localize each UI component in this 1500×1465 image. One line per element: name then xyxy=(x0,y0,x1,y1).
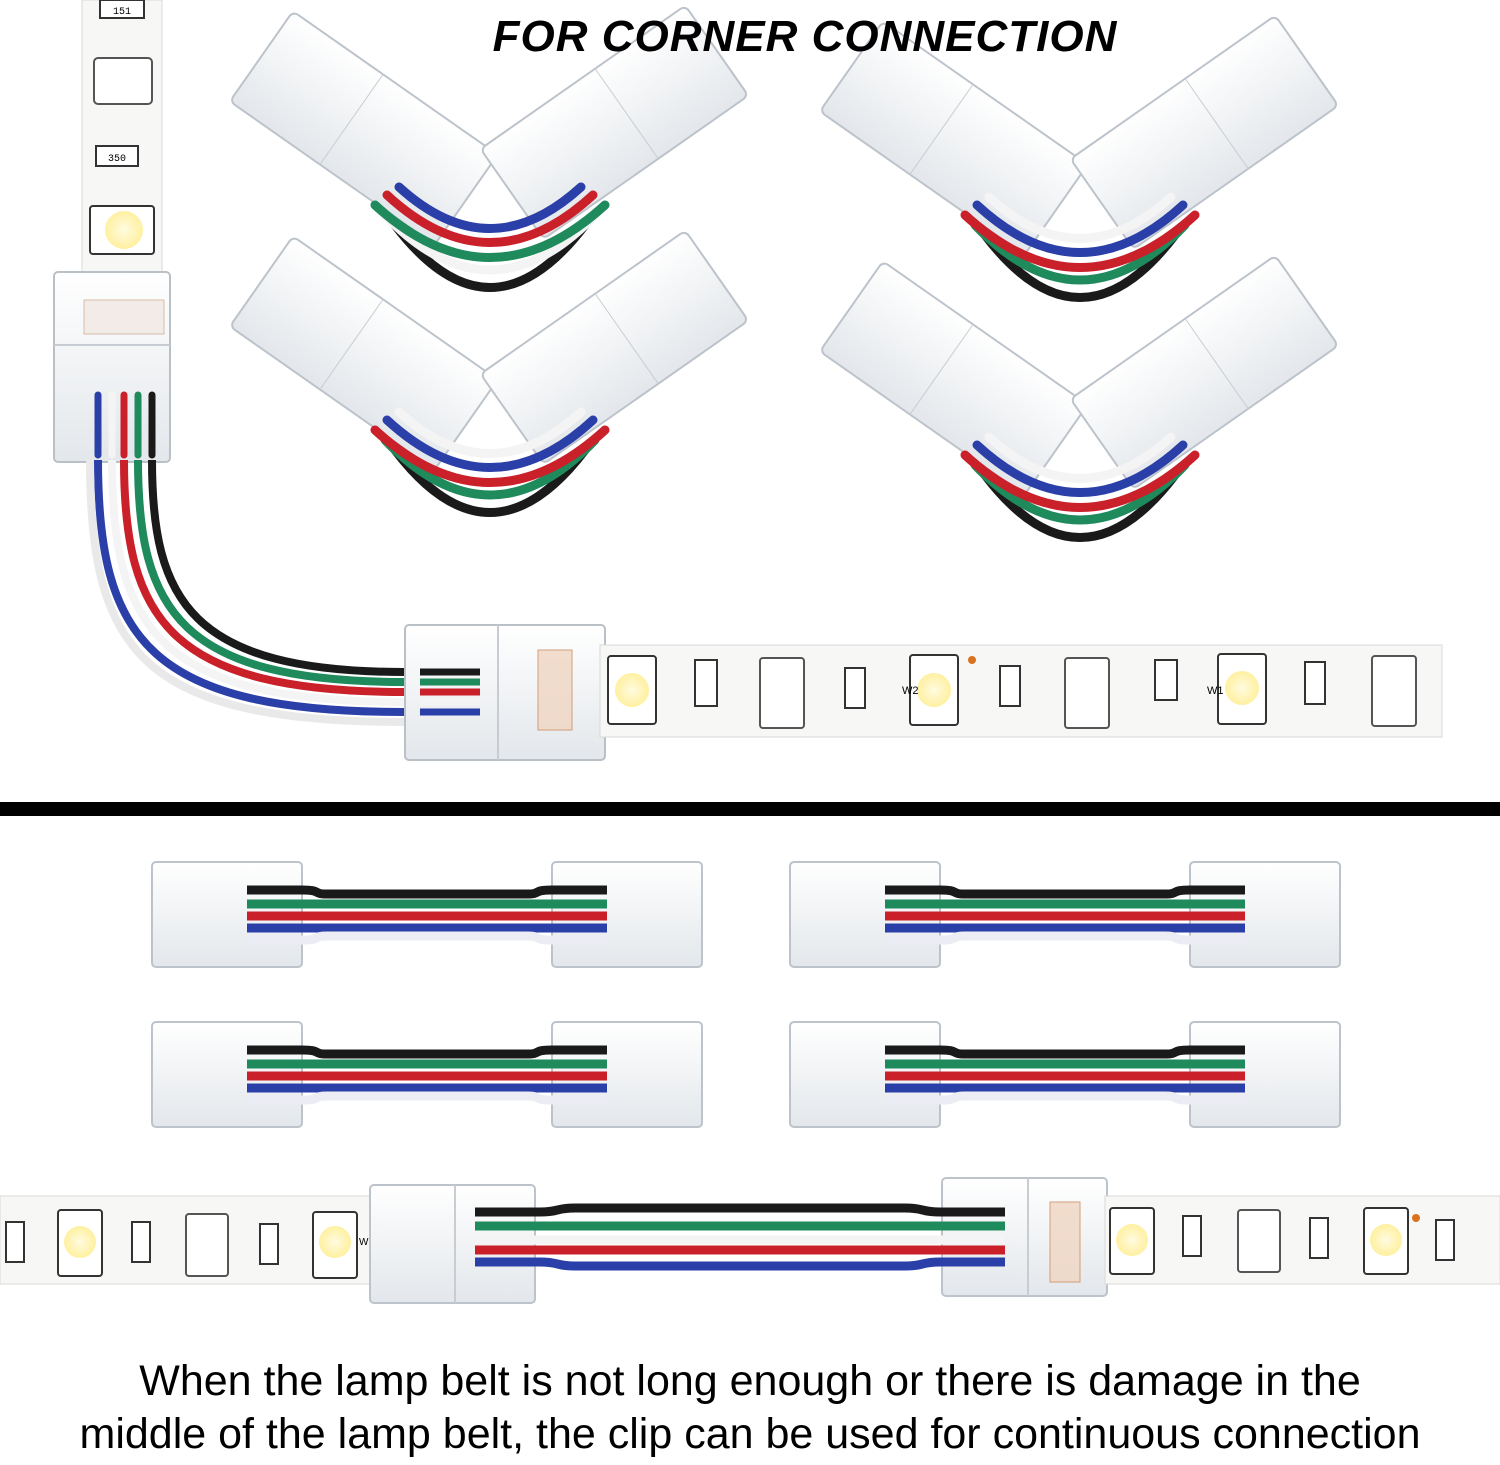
led-yellow xyxy=(105,211,143,249)
zone-label: W3 xyxy=(359,1237,374,1248)
chip-label-alt: 350 xyxy=(108,154,126,165)
led-yellow xyxy=(615,673,649,707)
bottom-led-strip-right xyxy=(1104,1195,1500,1285)
straight-connector xyxy=(151,861,703,968)
led-yellow xyxy=(1116,1224,1148,1256)
straight-connector xyxy=(789,1021,1341,1128)
led-yellow xyxy=(319,1226,351,1258)
corner-connector xyxy=(821,256,1338,542)
led-yellow xyxy=(64,1226,96,1258)
rgb-chip xyxy=(759,657,805,729)
page-title: FOR CORNER CONNECTION xyxy=(492,12,1118,61)
corner-connector xyxy=(231,6,748,292)
bridge-connector xyxy=(369,1177,1108,1304)
straight-connectors xyxy=(151,861,1341,1128)
cable-bundle xyxy=(86,459,406,726)
straight-connector xyxy=(151,1021,703,1128)
horizontal-led-strip-top: W2 W1 xyxy=(599,644,1443,738)
corner-connectors xyxy=(231,6,1338,542)
horizontal-connector-clip xyxy=(404,624,606,761)
chip-label: 151 xyxy=(113,7,131,18)
led-yellow xyxy=(917,673,951,707)
rgb-chip xyxy=(1371,655,1417,727)
zone-label: W2 xyxy=(902,685,919,697)
led-yellow xyxy=(1370,1224,1402,1256)
rgb-chip xyxy=(1064,657,1110,729)
corner-connector xyxy=(821,16,1338,302)
caption-line-1: When the lamp belt is not long enough or… xyxy=(139,1357,1361,1405)
vertical-led-strip: 151 350 xyxy=(81,0,163,281)
rgb-chip xyxy=(93,57,153,105)
vertical-connector-clip xyxy=(53,271,171,463)
led-yellow xyxy=(1225,671,1259,705)
rgb-chip xyxy=(185,1213,229,1277)
description-caption: When the lamp belt is not long enough or… xyxy=(0,1355,1500,1461)
bottom-led-strip-left: W3 xyxy=(0,1195,376,1285)
zone-label: W1 xyxy=(1207,685,1224,697)
corner-connector xyxy=(231,231,748,517)
section-divider xyxy=(0,802,1500,816)
rgb-chip xyxy=(1237,1209,1281,1273)
straight-connector xyxy=(789,861,1341,968)
caption-line-2: middle of the lamp belt, the clip can be… xyxy=(79,1410,1421,1458)
